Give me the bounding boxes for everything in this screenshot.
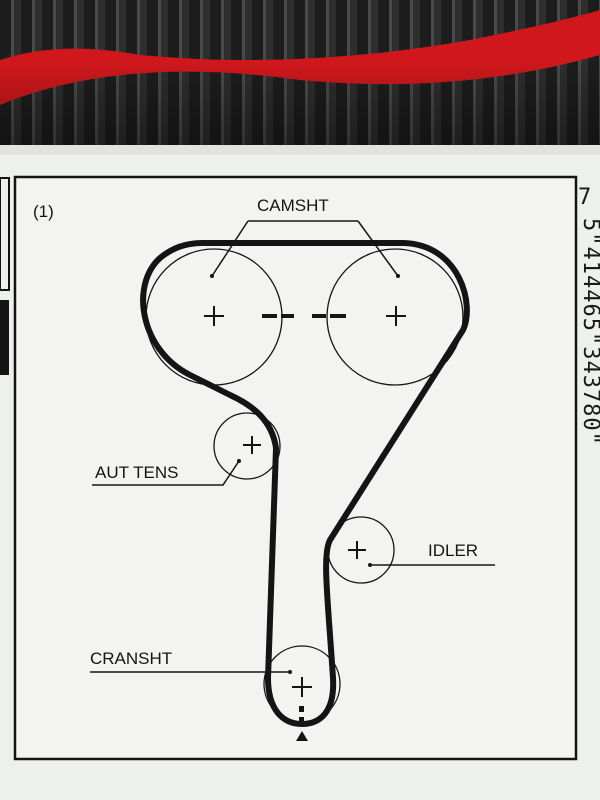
auto-tensioner-label: AUT TENS bbox=[95, 463, 178, 482]
side-code-digit: 7 bbox=[578, 185, 592, 210]
auto-tensioner-pulley bbox=[213, 412, 281, 480]
camshaft-leader-lines bbox=[211, 220, 399, 277]
figure-number: (1) bbox=[33, 202, 54, 221]
idler-label: IDLER bbox=[428, 541, 478, 560]
timing-arrow-icon bbox=[296, 731, 308, 741]
diagram-frame bbox=[13, 175, 578, 761]
belt-photo-upper bbox=[0, 0, 600, 60]
camshaft-pulley-right bbox=[326, 248, 464, 386]
crankshaft-timing-marks bbox=[296, 706, 308, 741]
crankshaft-label: CRANSHT bbox=[90, 649, 172, 668]
side-code: 5"414465"343780" bbox=[578, 218, 600, 446]
packaging-top bbox=[0, 0, 600, 170]
camshaft-label: CAMSHT bbox=[257, 196, 329, 215]
left-edge-panels bbox=[0, 177, 10, 375]
timing-belt bbox=[140, 240, 470, 727]
center-marks bbox=[204, 306, 406, 697]
auto-tensioner-leader bbox=[92, 460, 240, 486]
